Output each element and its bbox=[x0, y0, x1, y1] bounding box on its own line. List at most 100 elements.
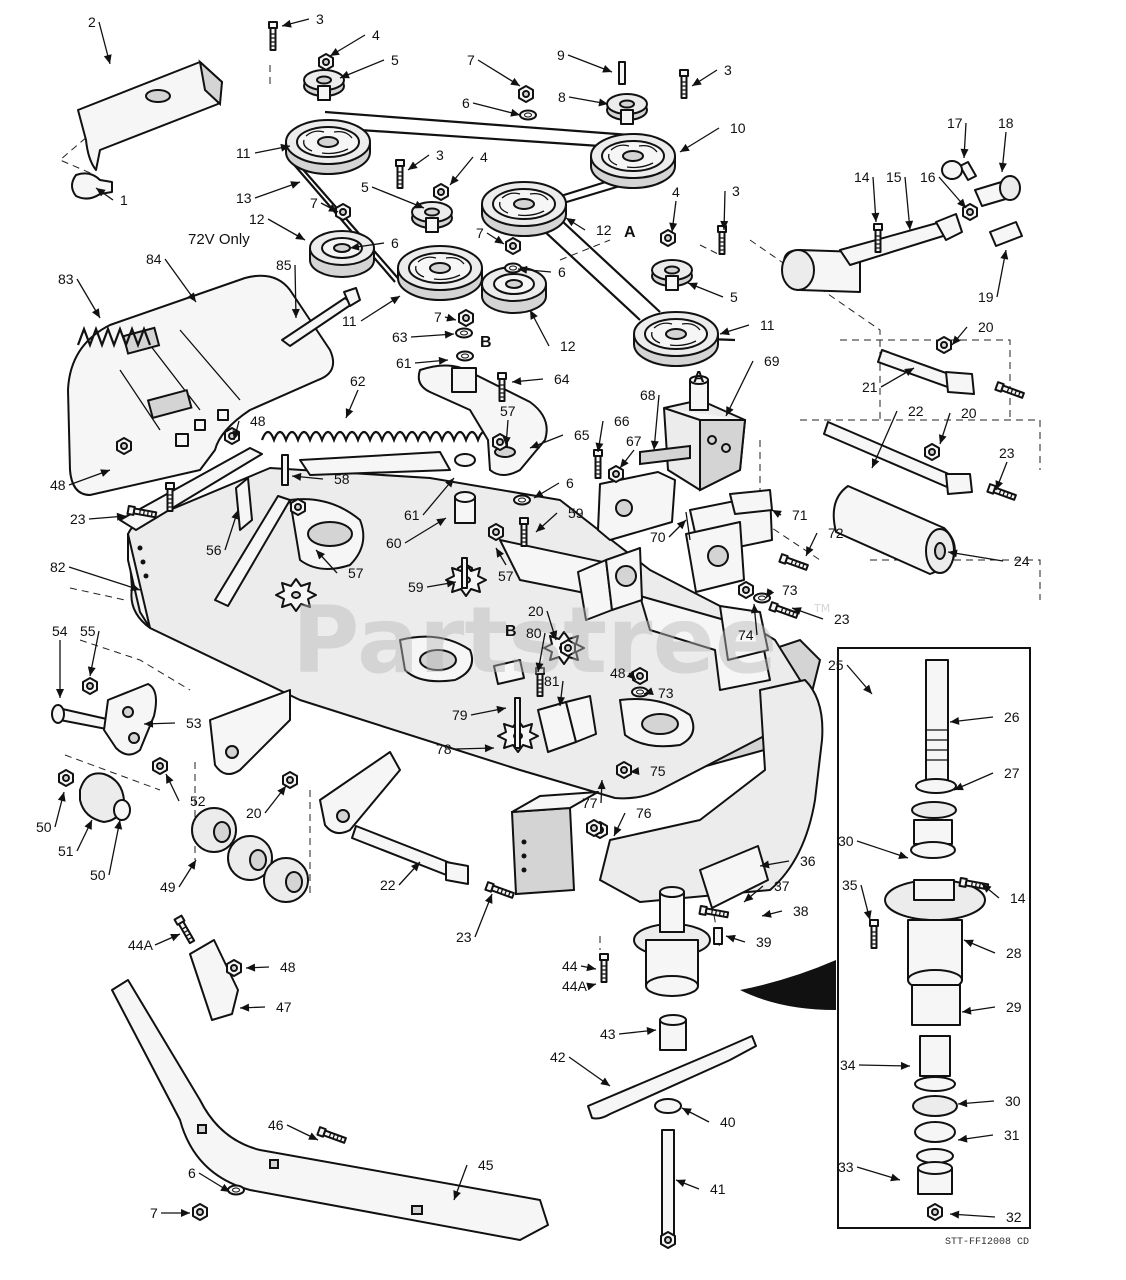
callout-c18: 18 bbox=[998, 115, 1014, 131]
arrowhead-c73a bbox=[766, 588, 775, 598]
arrowhead-c7d bbox=[446, 313, 456, 322]
callout-c79: 79 bbox=[452, 707, 468, 723]
arrowhead-c14a bbox=[871, 212, 880, 222]
arrowhead-c53 bbox=[144, 719, 154, 728]
arrowhead-c20a bbox=[952, 335, 961, 345]
spring-62 bbox=[260, 430, 492, 444]
note-72v-only: 72V Only bbox=[188, 231, 250, 248]
callout-c70: 70 bbox=[650, 529, 666, 545]
callout-c38: 38 bbox=[793, 903, 809, 919]
arrowhead-c44a bbox=[586, 963, 596, 972]
callout-c20b: 20 bbox=[961, 405, 977, 421]
arrowhead-c82 bbox=[130, 583, 140, 592]
arrowhead-c48d bbox=[246, 963, 256, 972]
callout-c64: 64 bbox=[554, 371, 570, 387]
assembly-letter-a-upper: A bbox=[624, 224, 636, 241]
arrowhead-c16 bbox=[957, 198, 966, 208]
arrowhead-c24 bbox=[948, 549, 958, 558]
assembly-letter-b-lower: B bbox=[505, 623, 517, 640]
arrowhead-c3a bbox=[282, 19, 292, 28]
arrowhead-c84 bbox=[187, 292, 196, 302]
callout-c72: 72 bbox=[828, 525, 844, 541]
callout-c85: 85 bbox=[276, 257, 292, 273]
callout-c11c: 11 bbox=[760, 317, 775, 333]
pulley-11-upper-left bbox=[285, 119, 371, 175]
arrowhead-c23c bbox=[792, 607, 802, 615]
arrowhead-c30a bbox=[898, 851, 908, 859]
callout-c31: 31 bbox=[1004, 1127, 1020, 1143]
arrowhead-c25 bbox=[863, 684, 872, 694]
arrowhead-c74 bbox=[750, 604, 759, 614]
arrowhead-c9 bbox=[602, 65, 612, 73]
arrowhead-c12a bbox=[295, 232, 305, 240]
arrowhead-c23d bbox=[484, 894, 493, 904]
callout-c1: 1 bbox=[120, 192, 128, 208]
callout-c41: 41 bbox=[710, 1181, 726, 1197]
pulley-hardware bbox=[268, 21, 727, 339]
callout-c11a: 11 bbox=[236, 145, 251, 161]
arrowhead-c30b bbox=[958, 1099, 968, 1108]
arrowhead-c54 bbox=[56, 689, 64, 698]
arrowhead-c67 bbox=[620, 458, 629, 468]
pulley-12-b bbox=[481, 266, 547, 314]
callout-c6e: 6 bbox=[188, 1165, 196, 1181]
arrowhead-c61a bbox=[438, 356, 448, 365]
callout-c3d: 3 bbox=[732, 183, 740, 199]
arrowhead-c48c bbox=[626, 670, 636, 680]
arrowhead-c11a bbox=[280, 143, 290, 152]
arrowhead-c7e bbox=[181, 1209, 190, 1217]
spacer-61-60 bbox=[445, 453, 487, 597]
arrowhead-c8 bbox=[598, 98, 608, 107]
callout-c12b: 12 bbox=[560, 338, 576, 354]
idler-pulley-5-top bbox=[303, 69, 345, 101]
arrowhead-c5b bbox=[414, 200, 424, 209]
arrowhead-c23b bbox=[116, 512, 126, 521]
callout-c42: 42 bbox=[550, 1049, 566, 1065]
exploded-pointer-wedge bbox=[740, 960, 836, 1010]
arrowhead-c59b bbox=[446, 579, 456, 588]
arrowhead-c66 bbox=[595, 442, 604, 452]
idler-pulley-8 bbox=[606, 93, 648, 125]
callout-c36: 36 bbox=[800, 853, 816, 869]
arrowhead-c7c bbox=[494, 235, 504, 244]
callout-c78: 78 bbox=[436, 741, 452, 757]
callout-c69: 69 bbox=[764, 353, 780, 369]
arrowhead-c2 bbox=[103, 54, 112, 64]
roller-24 bbox=[832, 485, 956, 575]
figure-code: STT-FFI2008 CD bbox=[945, 1237, 1029, 1248]
gearbox-brackets-68-70-71 bbox=[577, 444, 773, 621]
arrowhead-c69 bbox=[726, 406, 734, 416]
callout-c47: 47 bbox=[276, 999, 292, 1015]
arrowhead-c60 bbox=[436, 518, 446, 527]
callout-c56: 56 bbox=[206, 542, 222, 558]
callout-c76: 76 bbox=[636, 805, 652, 821]
callout-c37: 37 bbox=[774, 878, 790, 894]
arrowhead-c48b bbox=[100, 469, 110, 477]
arrowhead-c3d bbox=[720, 220, 729, 230]
arrowhead-c5c bbox=[688, 282, 698, 291]
callout-c14a: 14 bbox=[854, 169, 870, 185]
arrowhead-c85 bbox=[291, 308, 300, 318]
callout-c23b: 23 bbox=[70, 511, 86, 527]
arrowhead-c80 bbox=[535, 662, 544, 672]
assembly-letter-a-gearbox: A bbox=[693, 369, 705, 386]
callout-c57c: 57 bbox=[498, 568, 514, 584]
callout-c7a: 7 bbox=[467, 52, 475, 68]
arrowhead-c77 bbox=[597, 780, 606, 790]
callout-c6a: 6 bbox=[462, 95, 470, 111]
callout-c7e: 7 bbox=[150, 1205, 158, 1221]
bracket-47 bbox=[189, 939, 242, 1021]
arrowhead-c42 bbox=[600, 1077, 610, 1086]
arrowhead-c6c bbox=[518, 265, 528, 274]
idler-pulley-5-right bbox=[651, 259, 693, 291]
roller-51 bbox=[58, 769, 131, 823]
callout-c6b: 6 bbox=[391, 235, 399, 251]
baffle-36 bbox=[699, 845, 769, 909]
arrowhead-c55 bbox=[87, 666, 96, 676]
callout-c44c: 44A bbox=[128, 937, 154, 953]
callout-c29: 29 bbox=[1006, 999, 1022, 1015]
callout-c65: 65 bbox=[574, 427, 590, 443]
callout-c46: 46 bbox=[268, 1117, 284, 1133]
arrowhead-c78 bbox=[484, 744, 494, 753]
